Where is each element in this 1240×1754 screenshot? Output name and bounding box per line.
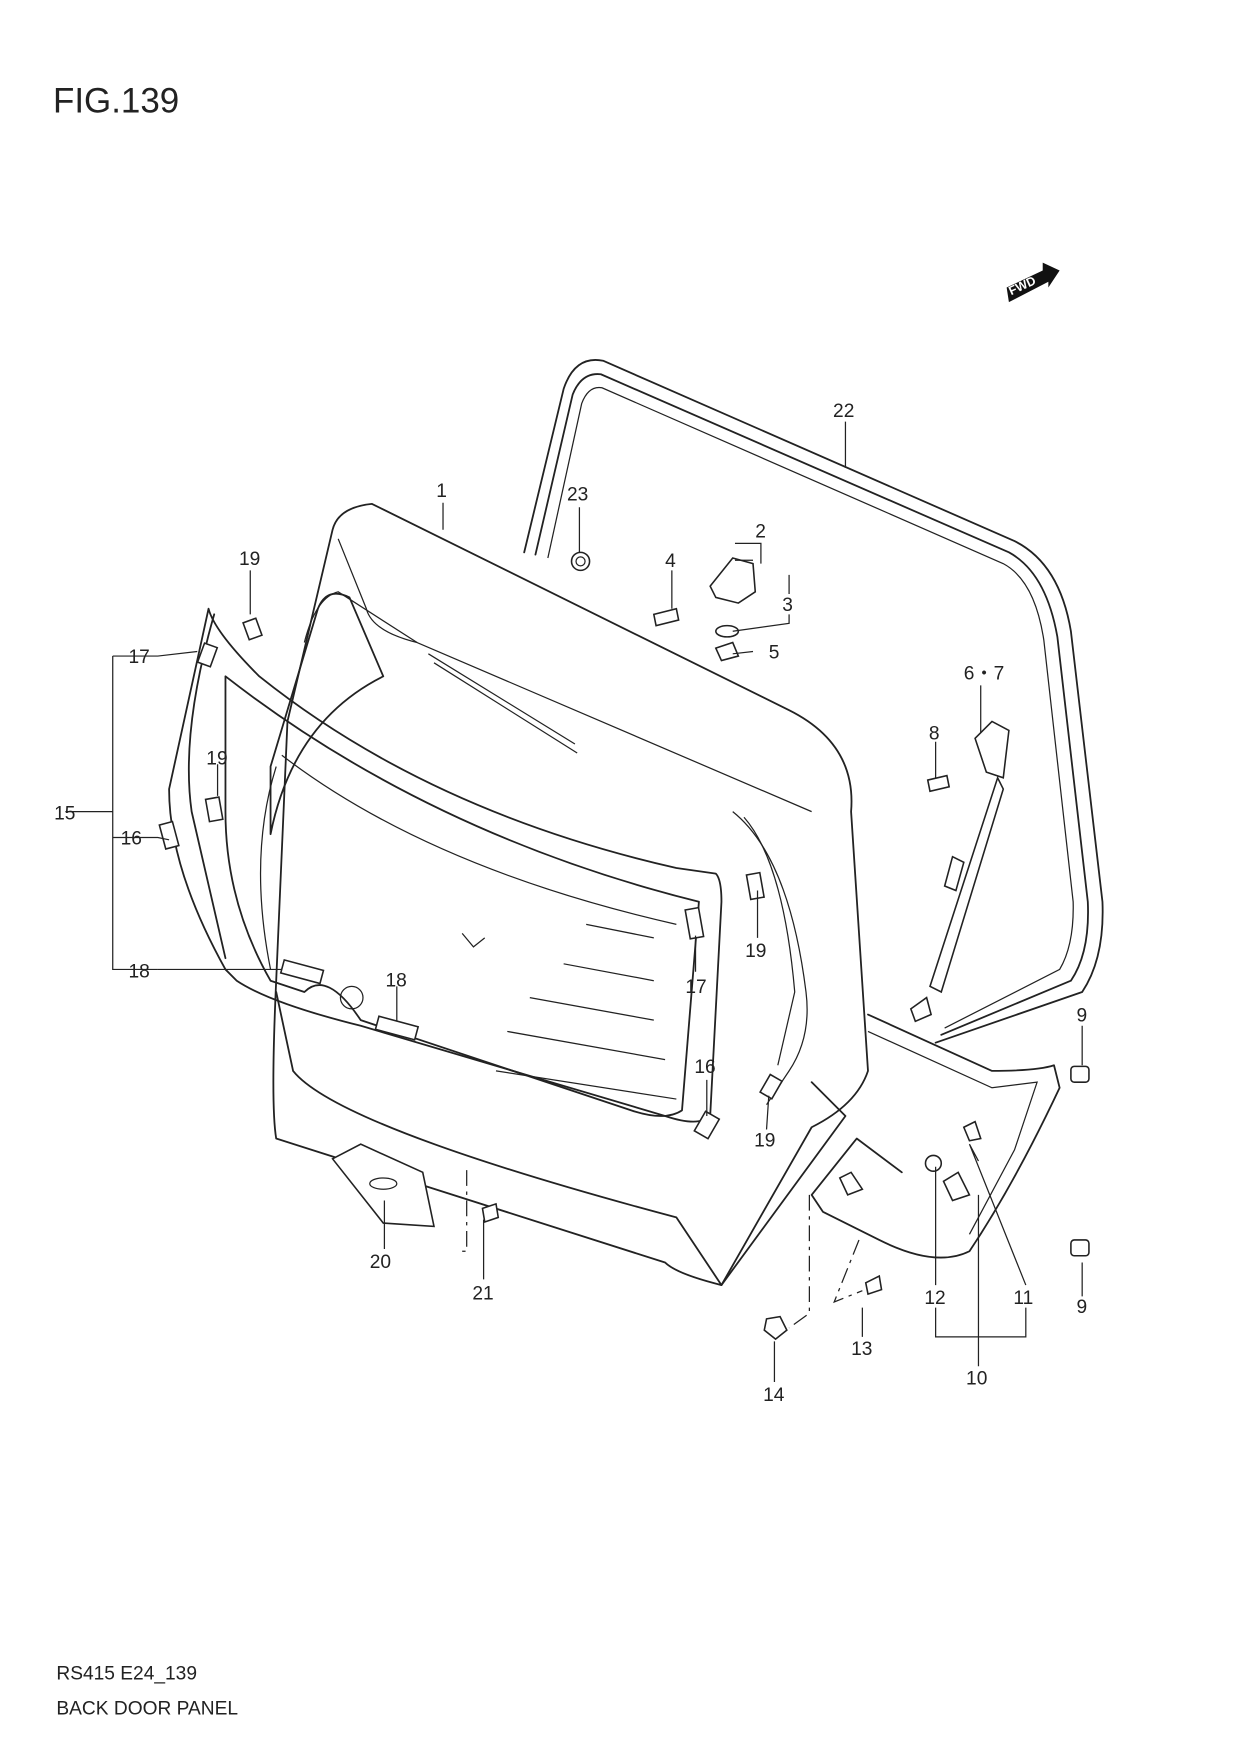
callout-10: 10	[966, 1368, 987, 1389]
bumper-9-lower	[1070, 1239, 1090, 1257]
screw-13	[864, 1274, 883, 1296]
pad-18-left	[279, 958, 325, 985]
callout-15: 15	[54, 804, 75, 825]
pad-16-right	[693, 1110, 721, 1140]
pad-19-left	[204, 796, 224, 823]
fwd-arrow-icon: FWD	[1007, 262, 1060, 303]
callout-18-left: 18	[129, 961, 150, 982]
grommet-23	[570, 551, 591, 572]
pad-17-left	[196, 642, 219, 668]
nut-14	[763, 1315, 788, 1341]
callout-19-right: 19	[745, 941, 766, 962]
pad-19-lower	[759, 1073, 784, 1100]
figure-title: FIG.139	[53, 82, 179, 121]
callout-19-top: 19	[239, 549, 260, 570]
callout-12: 12	[924, 1288, 945, 1309]
weatherstrip-22	[523, 359, 1104, 1044]
pad-18-center	[374, 1015, 420, 1041]
callout-1: 1	[436, 481, 447, 502]
pad-17-right	[684, 906, 705, 940]
callout-23: 23	[567, 484, 588, 505]
callout-18-center: 18	[386, 970, 407, 991]
damper-strut-6-7	[929, 775, 1005, 994]
callout-16-left: 16	[121, 828, 142, 849]
callout-14: 14	[763, 1385, 785, 1406]
callout-16-right: 16	[694, 1057, 715, 1078]
washer-3	[715, 624, 740, 638]
nut-5	[714, 641, 740, 662]
callout-22: 22	[833, 401, 854, 422]
screw-21	[481, 1202, 500, 1223]
callout-9-lower: 9	[1077, 1297, 1088, 1318]
bolt-8	[926, 774, 951, 793]
clip-11	[962, 1120, 982, 1142]
callout-19-left: 19	[206, 748, 227, 769]
bumper-9-upper	[1070, 1065, 1090, 1083]
callout-17-left: 17	[129, 647, 150, 668]
callout-21: 21	[472, 1284, 493, 1305]
callout-13: 13	[851, 1339, 872, 1360]
bolt-4	[652, 607, 680, 627]
callout-8: 8	[929, 723, 940, 744]
lower-trim	[810, 1013, 1061, 1259]
pad-16-left	[158, 820, 180, 850]
callout-6-7: 6・7	[964, 664, 1004, 685]
clip-12	[924, 1154, 943, 1173]
callout-labels: 1 2 3 4 5 6・7 8 9 9 10 11 12 13 14 15 16…	[54, 401, 1087, 1406]
callout-4: 4	[665, 551, 676, 572]
pad-19-right	[745, 871, 765, 901]
bracket-6-7	[974, 720, 1010, 779]
callout-9-upper: 9	[1077, 1005, 1088, 1026]
callout-2: 2	[755, 522, 766, 543]
lamp-20	[331, 1143, 435, 1228]
trim-15	[168, 607, 723, 1123]
callout-19-lower: 19	[754, 1130, 775, 1151]
back-door-panel-1	[269, 502, 869, 1286]
strut-cylinder	[943, 855, 965, 892]
callout-11: 11	[1013, 1288, 1033, 1309]
hinge-2	[709, 557, 757, 604]
footer-code: RS415 E24_139	[56, 1664, 197, 1685]
callout-3: 3	[782, 595, 793, 616]
footer-name: BACK DOOR PANEL	[56, 1699, 238, 1720]
strut-end	[909, 996, 933, 1023]
callout-20: 20	[370, 1252, 391, 1273]
callout-17-right: 17	[685, 977, 706, 998]
callout-5: 5	[769, 642, 780, 663]
pad-19-top	[242, 617, 263, 641]
